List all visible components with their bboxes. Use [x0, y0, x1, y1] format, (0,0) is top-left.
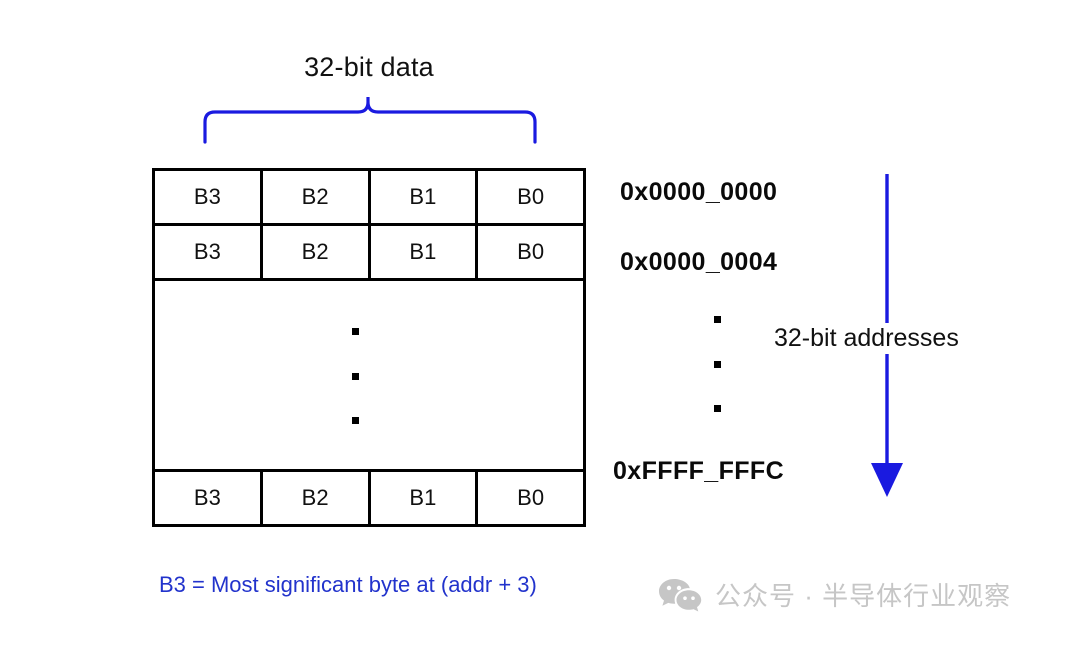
- legend-caption: B3 = Most significant byte at (addr + 3): [159, 572, 537, 597]
- byte-cell-b1: B1: [371, 472, 479, 524]
- byte-cell-b1: B1: [371, 226, 479, 278]
- table-row: B3 B2 B1 B0: [155, 226, 583, 281]
- table-row: B3 B2 B1 B0: [155, 472, 583, 524]
- byte-cell-b3: B3: [155, 171, 263, 223]
- watermark: 公众号 · 半导体行业观察: [658, 576, 1011, 613]
- address-direction-arrow-icon: [871, 174, 903, 497]
- ellipsis-dot: [714, 405, 721, 412]
- byte-cell-b0: B0: [517, 485, 545, 510]
- byte-cell-b3: B3: [155, 472, 263, 524]
- wechat-icon: [659, 578, 702, 611]
- byte-cell-b0: B0: [517, 239, 545, 264]
- data-width-brace-icon: [203, 97, 537, 144]
- byte-cell-b2: B2: [263, 171, 371, 223]
- byte-cell-b2: B2: [263, 472, 371, 524]
- byte-cell-b1: B1: [371, 171, 479, 223]
- address-label-first: 0x0000_0000: [620, 178, 778, 206]
- address-direction-label: 32-bit addresses: [771, 323, 962, 354]
- byte-cell-b3: B3: [155, 226, 263, 278]
- watermark-text: 公众号 · 半导体行业观察: [715, 581, 1012, 611]
- byte-cell-b2: B2: [263, 226, 371, 278]
- ellipsis-dot: [352, 417, 359, 424]
- address-label-last: 0xFFFF_FFFC: [613, 457, 785, 485]
- address-label-second: 0x0000_0004: [620, 248, 778, 276]
- table-elided-row: [155, 281, 583, 472]
- ellipsis-dot: [714, 316, 721, 323]
- vertical-ellipsis-icon: [352, 328, 359, 424]
- ellipsis-dot: [352, 372, 359, 380]
- memory-table: B3 B2 B1 B0 B3 B2 B1 B0 B3 B2 B1 B0: [152, 168, 586, 527]
- data-width-label: 32-bit data: [304, 52, 434, 82]
- byte-cell-b0: B0: [517, 184, 545, 209]
- ellipsis-dot: [352, 328, 359, 335]
- ellipsis-dot: [714, 360, 721, 368]
- table-row: B3 B2 B1 B0: [155, 171, 583, 226]
- address-vertical-ellipsis-icon: [714, 316, 721, 412]
